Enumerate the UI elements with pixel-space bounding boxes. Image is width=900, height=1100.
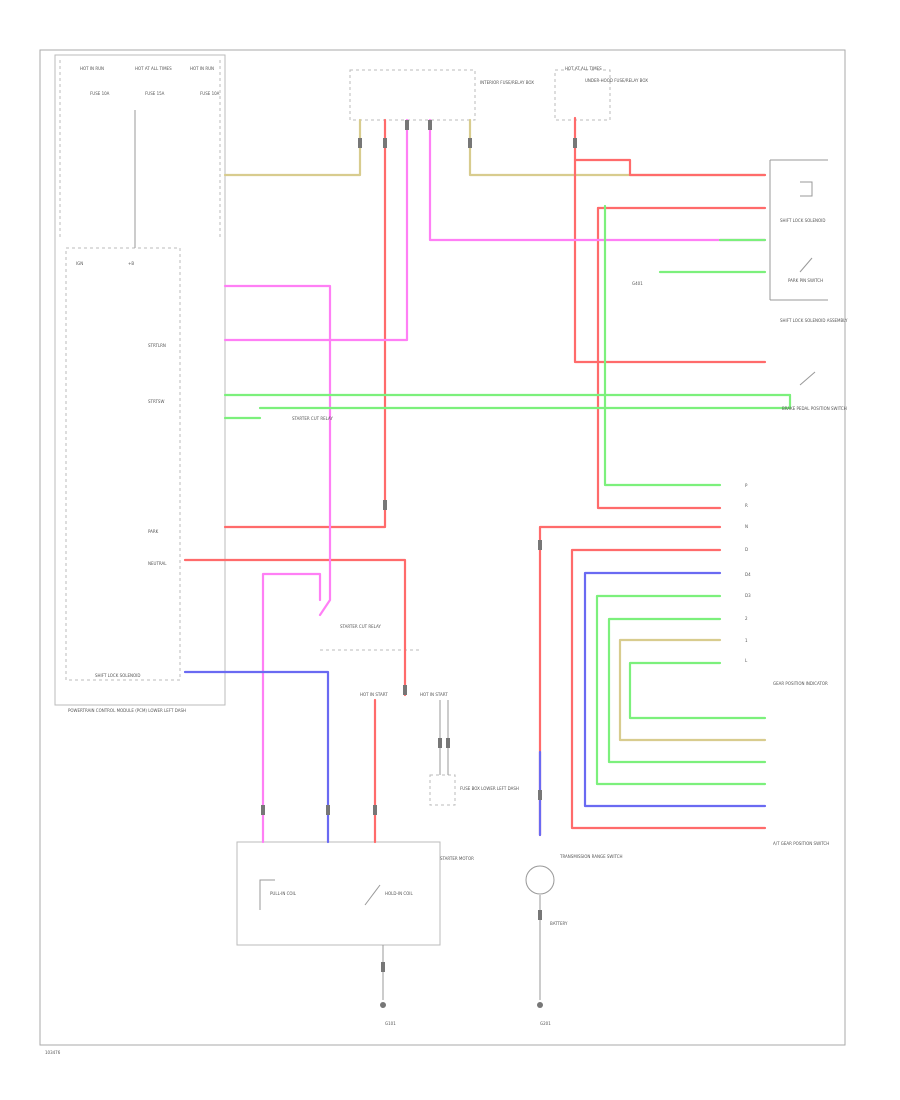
label-range-sw-conn: A/T GEAR POSITION SWITCH [773, 841, 829, 846]
wire-red-2 [596, 206, 722, 510]
label-fuse-top-2b: FUSE 15A [145, 91, 165, 96]
wire-green-r1 [595, 594, 767, 786]
label-gear-ind: GEAR POSITION INDICATOR [773, 681, 828, 686]
label-trans-range: TRANSMISSION RANGE SWITCH [559, 854, 623, 859]
label-range-d3: D3 [745, 593, 751, 598]
top-relay-box [349, 69, 476, 121]
label-fuse-bottom-1: HOT IN START [360, 692, 388, 697]
label-range-2: 2 [745, 616, 748, 621]
label-gnd-bottom-2: G201 [540, 1021, 551, 1026]
wire-tan-lower [618, 638, 767, 742]
wire-blue-range [583, 571, 767, 808]
label-starter-motor: STARTER MOTOR [440, 856, 474, 861]
wire-pink-shift [428, 118, 767, 242]
label-range-d: D [745, 547, 748, 552]
label-brake-sw: BRAKE PEDAL POSITION SWITCH [782, 406, 847, 411]
label-starter-box-1: PULL-IN COIL [270, 891, 297, 896]
ground-symbol-2 [537, 1002, 543, 1008]
label-starter-relay: STARTER CUT RELAY [340, 624, 381, 629]
wire-pink-top [223, 118, 409, 342]
label-fuse-top-3b: FUSE 10A [200, 91, 220, 96]
wire-pink-loop [261, 572, 322, 844]
starter-box [236, 841, 441, 946]
label-tcm-name: POWERTRAIN CONTROL MODULE (PCM) LOWER LE… [68, 708, 186, 713]
wire-red-range-a [538, 525, 722, 837]
label-fuse-block: FUSE BOX LOWER LEFT DASH [460, 786, 519, 791]
label-range-n: N [745, 524, 748, 529]
wire-red-park [223, 118, 387, 529]
label-park-sw: PARK PIN SWITCH [788, 278, 823, 283]
wire-red-shiftlock [573, 158, 767, 364]
pull-in-symbol [259, 879, 275, 910]
label-batt: BATTERY [550, 921, 568, 926]
label-tcm-starter: STRTLRN [148, 343, 166, 348]
wire-red-range-b [570, 548, 767, 830]
wire-green-r3 [628, 661, 767, 720]
wire-tan-top [223, 118, 362, 177]
label-tcm-shift: SHIFT LOCK SOLENOID [95, 673, 140, 678]
wire-green-brake-2 [258, 393, 792, 410]
label-tcm-neutral: NEUTRAL [148, 561, 167, 566]
ground-symbol-1 [380, 1002, 386, 1008]
pcm-box [54, 54, 226, 706]
brake-switch-symbol [799, 371, 816, 386]
range-switch-symbol [525, 865, 555, 895]
label-shift-lock-assy: SHIFT LOCK SOLENOID ASSEMBLY [780, 318, 848, 323]
label-fuse-top-1b: FUSE 10A [90, 91, 110, 96]
label-conn-s: STARTER CUT RELAY [292, 416, 333, 421]
label-tcm-park: PARK [148, 529, 159, 534]
wire-green-brake [603, 204, 722, 487]
label-fuse-hot-top2: UNDER-HOOD FUSE/RELAY BOX [585, 78, 648, 83]
label-gnd-mid: G401 [632, 281, 643, 286]
label-range-1: 1 [745, 638, 748, 643]
wire-blue-shiftlock [183, 670, 330, 844]
label-fuse-top-1: HOT IN RUN [80, 66, 104, 71]
label-tcm-b: +B [128, 261, 134, 266]
label-fuse-bottom-2: HOT IN START [420, 692, 448, 697]
label-range-d4: D4 [745, 572, 751, 577]
label-tcm-start: STRTSW [148, 399, 164, 404]
wire-pink-relay [223, 284, 332, 617]
wire-red-neutral [183, 558, 407, 697]
shift-lock-solenoid-symbol [800, 181, 813, 197]
label-gnd-bottom-1: G101 [385, 1021, 396, 1026]
label-fuse-hot-top: HOT AT ALL TIMES [565, 66, 602, 71]
wire-red-top [573, 116, 767, 177]
label-fuse-top-2: HOT AT ALL TIMES [135, 66, 172, 71]
label-range-p: P [745, 483, 748, 488]
diagram-labels: HOT IN RUN HOT AT ALL TIMES HOT IN RUN FUSE… [68, 66, 848, 1026]
connectors [261, 120, 577, 972]
starter-switch-symbol [364, 884, 381, 906]
label-starter-box-2: HOLD-IN COIL [385, 891, 413, 896]
label-range-r: R [745, 503, 748, 508]
label-relay-top: INTERIOR FUSE/RELAY BOX [480, 80, 534, 85]
label-fuse-top-3: HOT IN RUN [190, 66, 214, 71]
wire-tan-right [468, 118, 767, 177]
label-shift-lock: SHIFT LOCK SOLENOID [780, 218, 825, 223]
diagram-frame [39, 49, 846, 1046]
pcm-inner-box [65, 247, 181, 681]
document-id: 103476 [45, 1050, 61, 1055]
top-fuse-box [554, 69, 611, 121]
label-range-l: L [745, 658, 748, 663]
park-switch-symbol [799, 257, 813, 273]
label-tcm-ign: IGN [76, 261, 83, 266]
wire-green-r2 [607, 617, 767, 764]
bottom-fuse-box [429, 774, 456, 806]
